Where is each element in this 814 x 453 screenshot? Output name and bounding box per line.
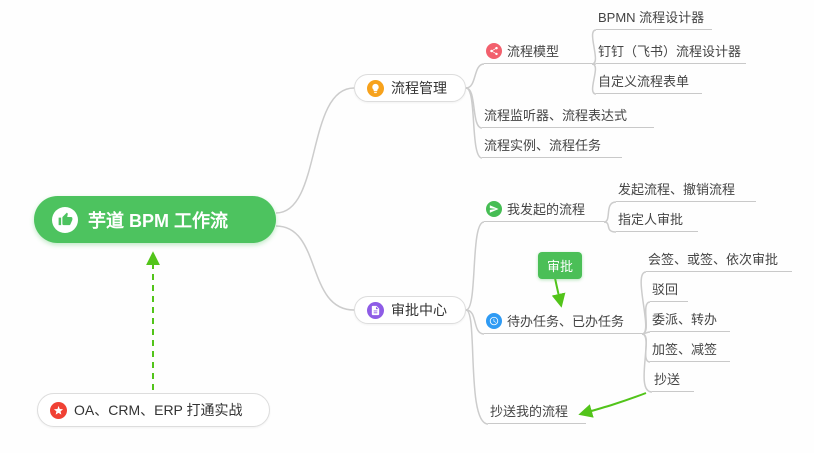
node-delegate-transfer[interactable]: 委派、转办	[650, 309, 730, 332]
root-label: 芋道 BPM 工作流	[88, 210, 229, 231]
lightbulb-icon	[367, 79, 384, 97]
edge-myinitiated-initiate	[603, 201, 617, 223]
approval-badge[interactable]: 审批	[538, 252, 583, 279]
node-label: 流程模型	[507, 44, 560, 59]
node-label: 流程实例、流程任务	[484, 138, 602, 153]
edge-approval-todo	[465, 309, 485, 335]
node-reject[interactable]: 驳回	[650, 279, 688, 302]
node-label: 指定人审批	[618, 212, 684, 227]
badge-label: 审批	[547, 259, 574, 274]
send-icon	[486, 200, 502, 217]
node-label: 我发起的流程	[507, 202, 586, 217]
node-listener-expression[interactable]: 流程监听器、流程表达式	[482, 105, 654, 128]
node-label: 流程监听器、流程表达式	[484, 108, 628, 123]
edge-myinitiated-assignee	[603, 221, 617, 233]
edge-root-process-mgmt	[275, 87, 355, 214]
node-instance-task[interactable]: 流程实例、流程任务	[482, 135, 622, 158]
node-root[interactable]: 芋道 BPM 工作流	[34, 196, 276, 243]
node-label: 驳回	[652, 282, 679, 297]
node-label: OA、CRM、ERP 打通实战	[74, 402, 243, 418]
node-todo-done[interactable]: 待办任务、已办任务	[484, 311, 642, 334]
edge-todo-cc	[641, 333, 653, 393]
edge-root-approval-center	[275, 225, 355, 311]
arrow-badge-to-todo	[551, 277, 566, 308]
node-add-reduce-sign[interactable]: 加签、减签	[650, 339, 730, 362]
node-countersign[interactable]: 会签、或签、依次审批	[646, 249, 792, 272]
node-label: 委派、转办	[652, 312, 718, 327]
node-label: 发起流程、撤销流程	[618, 182, 736, 197]
node-label: 自定义流程表单	[598, 74, 690, 89]
clock-icon	[486, 312, 502, 329]
share-nodes-icon	[486, 42, 502, 59]
node-approval-center[interactable]: 审批中心	[354, 296, 466, 324]
node-label: 钉钉（飞书）流程设计器	[598, 44, 742, 59]
node-process-model[interactable]: 流程模型	[484, 41, 592, 64]
edge-model-bpmn	[591, 29, 597, 65]
thumbs-up-icon	[52, 206, 78, 233]
node-label: 流程管理	[391, 80, 447, 96]
node-label: 待办任务、已办任务	[507, 314, 625, 329]
edge-model-customform	[591, 63, 597, 95]
node-label: 审批中心	[391, 302, 447, 318]
node-cc-my-process[interactable]: 抄送我的流程	[488, 401, 586, 424]
node-label: 会签、或签、依次审批	[648, 252, 779, 267]
node-bpmn-designer[interactable]: BPMN 流程设计器	[596, 7, 712, 30]
edge-processmgmt-model	[465, 63, 485, 89]
node-label: 加签、减签	[652, 342, 718, 357]
node-process-mgmt[interactable]: 流程管理	[354, 74, 466, 102]
node-label: BPMN 流程设计器	[598, 10, 705, 25]
edge-processmgmt-instance	[465, 87, 483, 159]
document-icon	[367, 301, 384, 319]
node-label: 抄送	[654, 372, 681, 387]
node-oa-integration[interactable]: OA、CRM、ERP 打通实战	[37, 393, 270, 427]
node-cc[interactable]: 抄送	[652, 369, 694, 392]
star-icon	[50, 401, 67, 419]
edge-approval-ccmy	[465, 309, 489, 425]
edge-approval-myinitiated	[465, 221, 485, 311]
node-my-initiated[interactable]: 我发起的流程	[484, 199, 604, 222]
node-assignee-approval[interactable]: 指定人审批	[616, 209, 698, 232]
node-label: 抄送我的流程	[490, 404, 569, 419]
node-dingtalk-designer[interactable]: 钉钉（飞书）流程设计器	[596, 41, 746, 64]
node-initiate-cancel[interactable]: 发起流程、撤销流程	[616, 179, 756, 202]
node-custom-form[interactable]: 自定义流程表单	[596, 71, 702, 94]
arrow-cc-to-ccmy	[578, 392, 647, 418]
